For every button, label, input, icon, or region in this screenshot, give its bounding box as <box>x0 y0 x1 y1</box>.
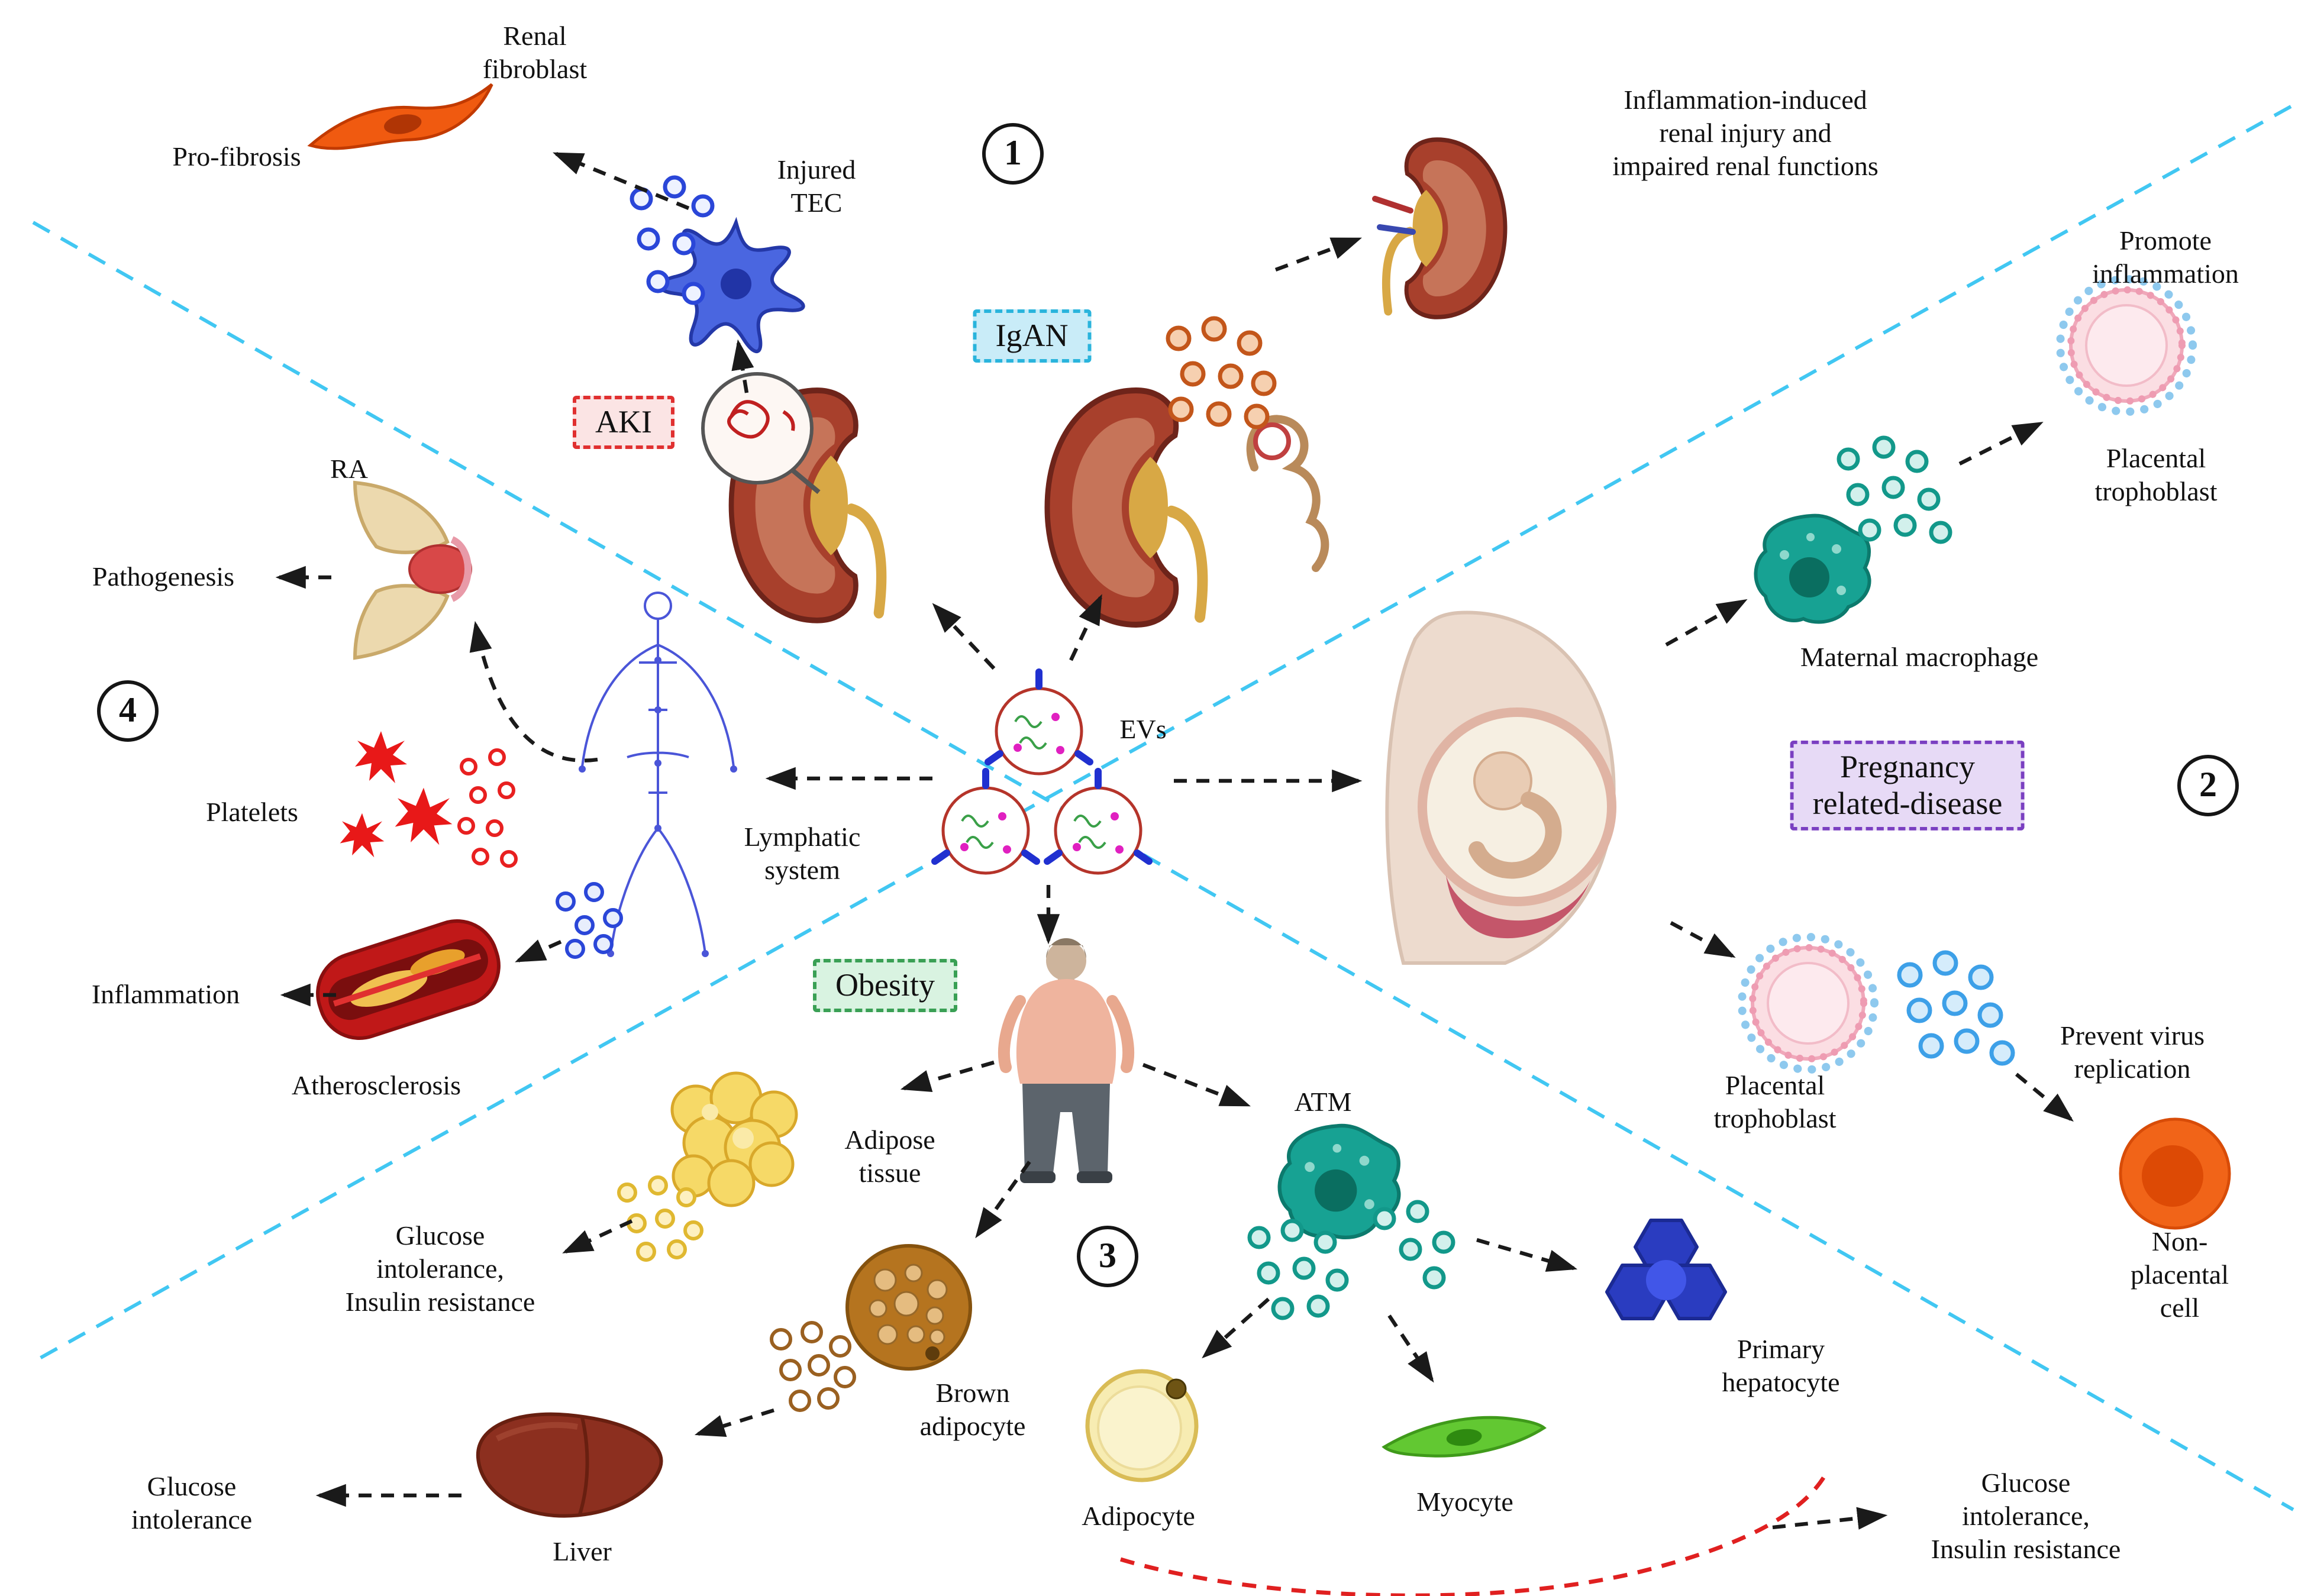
section-number-2: 2 <box>2177 755 2239 816</box>
brown-adipocyte-ev-dots <box>770 1321 856 1412</box>
kidney-igan-illustration <box>1047 390 1202 625</box>
glomerulus-magnifier <box>701 372 821 495</box>
adipose-ev-dots <box>617 1175 703 1262</box>
inflammation-label: Inflammation <box>91 979 240 1009</box>
pregnancy-disease-box: Pregnancy related-disease <box>1790 740 2025 831</box>
igan-ev-dots <box>1166 316 1277 429</box>
myocyte-cell <box>1382 1416 1547 1458</box>
section-number-1: 1 <box>982 123 1044 185</box>
adipocyte-label: Adipocyte <box>1082 1501 1195 1531</box>
maternal-macrophage-cell <box>1755 516 1869 622</box>
evs-label: EVs <box>1119 714 1167 744</box>
pro-fibrosis-label: Pro-fibrosis <box>172 141 301 172</box>
pathogenesis-label: Pathogenesis <box>92 561 235 592</box>
evs-cluster <box>935 672 1149 873</box>
brown-adipocyte-cell <box>845 1244 972 1371</box>
adipose-tissue-illustration <box>670 1071 798 1207</box>
platelets-illustration <box>340 731 518 868</box>
myocyte-label: Myocyte <box>1416 1487 1513 1517</box>
renal-injury-label: Inflammation-induced renal injury and im… <box>1612 85 1879 182</box>
trophoblast-ev-dots <box>1897 950 2015 1066</box>
nephron-illustration <box>1246 415 1329 572</box>
non-placental-cell <box>2119 1117 2231 1230</box>
obesity-box: Obesity <box>813 958 957 1013</box>
section-number-3: 3 <box>1077 1226 1138 1287</box>
glucose-insulin-right-label: Glucose intolerance, Insulin resistance <box>1931 1468 2121 1565</box>
liver-illustration <box>476 1412 663 1518</box>
placental-trophoblast-top-cell <box>2060 279 2193 412</box>
prevent-virus-label: Prevent virus replication <box>2060 1020 2205 1084</box>
glucose-intolerance-label: Glucose intolerance <box>131 1471 253 1534</box>
injured-tec-cell <box>659 217 805 353</box>
quadrant-divider-lines <box>32 105 2294 1511</box>
primary-hepatocyte-cell <box>1605 1219 1727 1320</box>
placental-trophoblast-bottom-cell <box>1742 937 1874 1070</box>
obese-person-illustration <box>998 938 1134 1183</box>
promote-inflammation-label: Promote inflammation <box>2092 225 2239 289</box>
maternal-macrophage-label: Maternal macrophage <box>1800 642 2039 672</box>
adipocyte-cell <box>1085 1369 1199 1482</box>
ra-joint-illustration <box>353 480 472 660</box>
atm-ev-dots <box>1247 1200 1455 1320</box>
non-placental-cell-label: Non-placental cell <box>2130 1226 2229 1323</box>
liver-label: Liver <box>553 1536 612 1566</box>
atm-label: ATM <box>1294 1087 1352 1117</box>
primary-hepatocyte-label: Primary hepatocyte <box>1722 1334 1840 1397</box>
lymphatic-ev-dots <box>556 882 623 959</box>
ra-label: RA <box>330 454 368 484</box>
renal-fibroblast-label: Renal fibroblast <box>482 21 588 84</box>
igan-box: IgAN <box>973 309 1091 363</box>
injured-tec-label: Injured TEC <box>777 154 856 218</box>
kidney-injured-illustration <box>1372 140 1505 317</box>
platelets-label: Platelets <box>206 797 298 827</box>
atherosclerosis-vessel <box>316 919 501 1040</box>
section-number-4: 4 <box>97 680 159 742</box>
adipose-tissue-label: Adipose tissue <box>844 1125 935 1188</box>
placental-trophoblast-top-label: Placental trophoblast <box>2094 443 2218 506</box>
lymphatic-system-illustration <box>579 592 737 957</box>
aki-box: AKI <box>573 395 674 450</box>
renal-fibroblast-cell <box>307 83 493 150</box>
placental-trophoblast-bottom-label: Placental trophoblast <box>1713 1070 1837 1133</box>
dashed-arrows <box>275 152 2074 1530</box>
atherosclerosis-label: Atherosclerosis <box>291 1070 461 1100</box>
lymphatic-system-label: Lymphatic system <box>744 822 861 885</box>
glucose-insulin-left-label: Glucose intolerance, Insulin resistance <box>345 1220 535 1317</box>
maternal-macrophage-ev-dots <box>1837 435 1952 544</box>
pregnant-woman-illustration <box>1385 610 1616 965</box>
red-dashed-curve <box>1119 1468 1831 1596</box>
brown-adipocyte-label: Brown adipocyte <box>919 1378 1026 1441</box>
